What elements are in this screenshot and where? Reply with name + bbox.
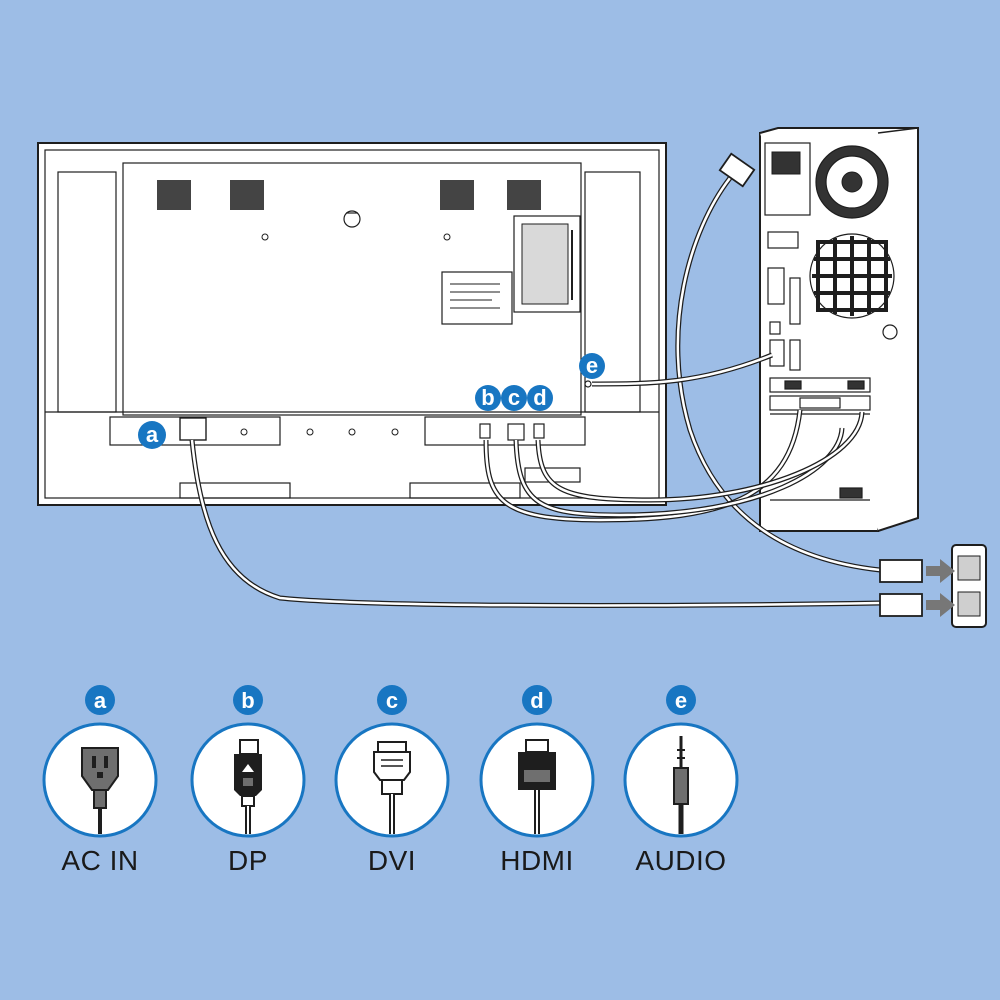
hdmi-connector-icon: [518, 739, 556, 834]
audio-jack-icon: [673, 736, 689, 834]
pc-tower: [759, 127, 919, 532]
svg-text:a: a: [94, 688, 107, 713]
callout-b: b: [475, 385, 501, 411]
legend-item-ac-in: a AC IN: [42, 685, 158, 876]
svg-text:b: b: [481, 385, 494, 410]
svg-text:a: a: [146, 422, 159, 447]
ac-in-plug-icon: [81, 747, 119, 834]
lower-fan: [809, 233, 895, 319]
callout-a: a: [138, 421, 166, 449]
rating-label: [441, 271, 513, 325]
legend-item-dp: b DP: [190, 685, 306, 876]
displayport-connector-icon: [234, 739, 262, 834]
legend-item-audio: e AUDIO: [623, 685, 739, 876]
svg-text:AUDIO: AUDIO: [635, 845, 726, 876]
legend-item-hdmi: d HDMI: [479, 685, 595, 876]
svg-text:c: c: [386, 688, 398, 713]
svg-text:d: d: [533, 385, 546, 410]
expansion-cards: [769, 377, 871, 501]
diagram-callouts: a b c d e: [138, 353, 605, 449]
module-slot: [513, 215, 581, 313]
svg-text:e: e: [586, 353, 598, 378]
svg-text:DP: DP: [228, 845, 268, 876]
callout-d: d: [527, 385, 553, 411]
svg-text:b: b: [241, 688, 254, 713]
svg-text:HDMI: HDMI: [500, 845, 574, 876]
connector-legend: a AC IN b: [42, 685, 739, 876]
wall-outlet: [951, 544, 987, 628]
svg-text:c: c: [508, 385, 520, 410]
power-plug-2: [879, 593, 923, 617]
brand-logo: [343, 210, 361, 228]
callout-e: e: [579, 353, 605, 379]
svg-text:AC IN: AC IN: [61, 845, 138, 876]
svg-text:e: e: [675, 688, 687, 713]
display-rear-panel: [37, 142, 667, 506]
callout-c: c: [501, 385, 527, 411]
power-plug-1: [879, 559, 923, 583]
cables: [189, 152, 923, 617]
dvi-connector-icon: [373, 741, 411, 834]
io-port-cluster: [179, 380, 592, 483]
insert-arrows: [926, 559, 955, 617]
vent-grilles: [157, 180, 541, 210]
svg-text:d: d: [530, 688, 543, 713]
svg-text:DVI: DVI: [368, 845, 416, 876]
rear-io: [767, 231, 898, 371]
legend-item-dvi: c DVI: [334, 685, 450, 876]
screw-holes: [240, 233, 451, 436]
upper-fan: [815, 145, 889, 219]
